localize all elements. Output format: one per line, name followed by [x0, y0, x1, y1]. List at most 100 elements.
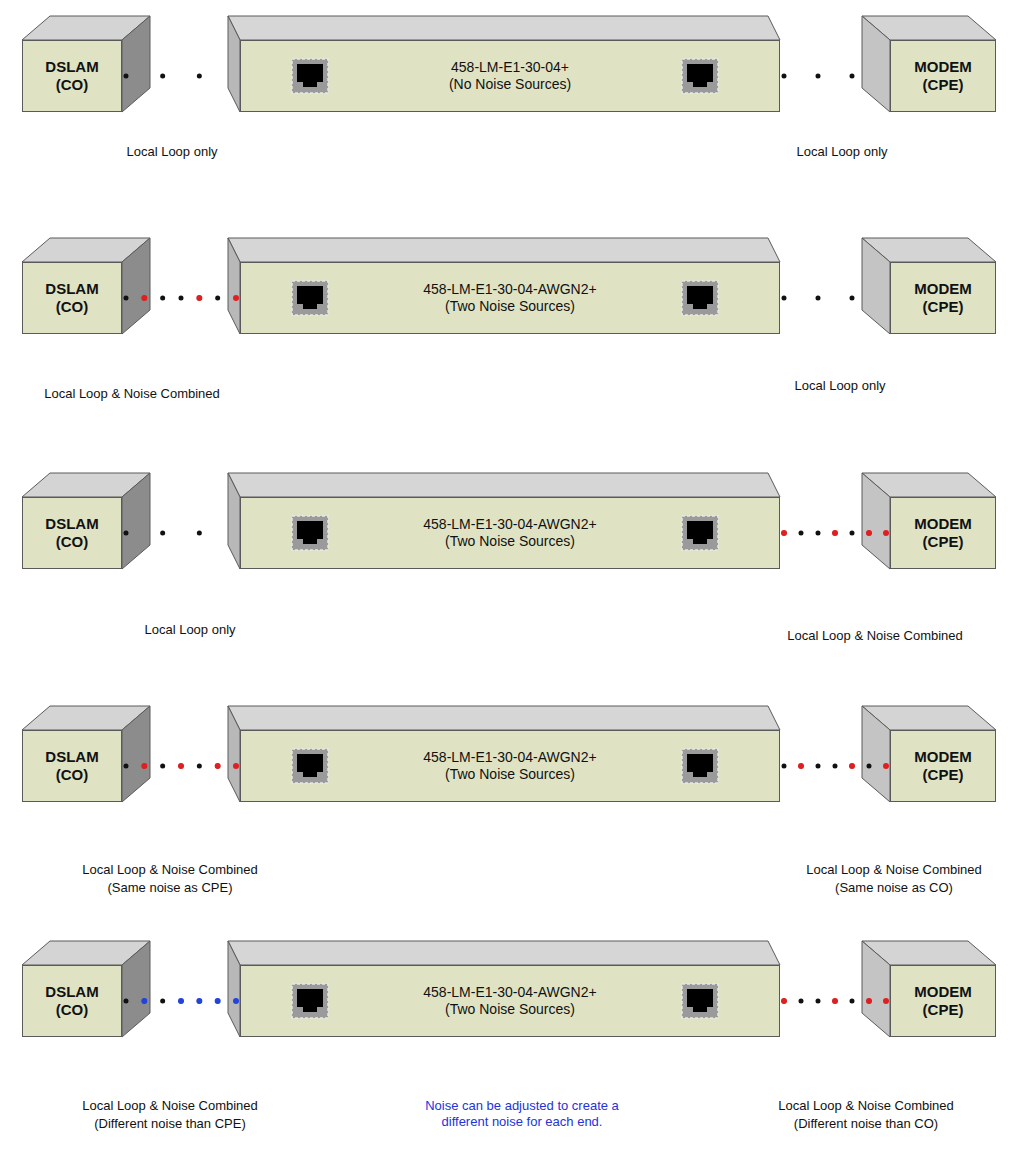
box-title: 458-LM-E1-30-04-AWGN2+	[423, 749, 596, 766]
box-title: 458-LM-E1-30-04-AWGN2+	[423, 984, 596, 1001]
jack-opening	[687, 754, 713, 777]
loop-label: Local Loop only	[144, 622, 235, 638]
jack-opening	[687, 286, 713, 309]
dotted-line	[784, 296, 886, 301]
side-face	[228, 238, 240, 334]
rj-jack	[292, 984, 328, 1018]
side-face	[122, 706, 150, 802]
noise-dot	[883, 530, 889, 536]
side-face	[862, 941, 890, 1037]
box-3d-faces	[22, 473, 150, 569]
dotted-connection	[784, 298, 886, 299]
noise-dot	[866, 530, 872, 536]
top-face	[228, 238, 780, 262]
side-face	[122, 941, 150, 1037]
noise-dot	[832, 530, 838, 536]
side-face	[862, 238, 890, 334]
noise-dot	[798, 763, 804, 769]
dotted-line	[126, 999, 236, 1004]
loop-label: (Different noise than CPE)	[94, 1116, 246, 1132]
loop-label: Local Loop & Noise Combined	[778, 1098, 954, 1114]
noise-dot	[883, 763, 889, 769]
rj-jack	[292, 281, 328, 315]
dotted-line	[784, 999, 886, 1004]
dotted-line	[784, 764, 886, 769]
box-title: 458-LM-E1-30-04+	[451, 59, 569, 76]
noise-dot	[233, 763, 239, 769]
box-title: MODEM (CPE)	[907, 280, 979, 316]
jack-frame	[292, 59, 328, 93]
top-face	[228, 473, 780, 497]
jack-opening	[297, 754, 323, 777]
box-3d-faces	[228, 238, 780, 334]
top-face	[228, 941, 780, 965]
jack-opening	[687, 521, 713, 544]
line-simulator-box: 458-LM-E1-30-04+(No Noise Sources)	[240, 40, 780, 112]
box-3d-faces	[22, 941, 150, 1037]
jack-opening	[687, 64, 713, 87]
dotted-connection	[781, 530, 889, 536]
side-face	[862, 473, 890, 569]
modem-box: MODEM (CPE)	[890, 262, 996, 334]
rj-jack	[292, 749, 328, 783]
noise-dot	[883, 998, 889, 1004]
box-title: DSLAM (CO)	[36, 983, 108, 1019]
noise-dot	[233, 295, 239, 301]
box-3d-faces	[862, 473, 996, 569]
modem-box: MODEM (CPE)	[890, 965, 996, 1037]
dotted-connection	[126, 998, 239, 1004]
box-title: MODEM (CPE)	[907, 983, 979, 1019]
dotted-connection	[126, 76, 236, 77]
side-face	[122, 473, 150, 569]
box-subtitle: (Two Noise Sources)	[445, 533, 575, 550]
dotted-line	[126, 531, 236, 536]
box-3d-faces	[862, 238, 996, 334]
noise-dot	[832, 998, 838, 1004]
top-face	[228, 16, 780, 40]
jack-opening	[297, 286, 323, 309]
box-3d-faces	[862, 941, 996, 1037]
line-simulator-box: 458-LM-E1-30-04-AWGN2+(Two Noise Sources…	[240, 965, 780, 1037]
loop-label: (Same noise as CPE)	[108, 880, 233, 896]
jack-frame	[292, 984, 328, 1018]
side-face	[228, 706, 240, 802]
dslam-box: DSLAM (CO)	[22, 262, 122, 334]
rj-jack	[682, 281, 718, 315]
rj-jack	[292, 516, 328, 550]
noise-dot	[781, 998, 787, 1004]
jack-frame	[292, 281, 328, 315]
box-title: 458-LM-E1-30-04-AWGN2+	[423, 281, 596, 298]
loop-label: Local Loop & Noise Combined	[44, 386, 220, 402]
dotted-line	[126, 764, 236, 769]
noise-dot	[196, 998, 202, 1004]
box-title: MODEM (CPE)	[907, 515, 979, 551]
jack-frame	[292, 749, 328, 783]
dslam-box: DSLAM (CO)	[22, 497, 122, 569]
note-text: Noise can be adjusted to create a differ…	[420, 1098, 625, 1130]
box-title: DSLAM (CO)	[36, 280, 108, 316]
box-3d-faces	[22, 706, 150, 802]
side-face	[862, 706, 890, 802]
noise-dot	[178, 998, 184, 1004]
jack-opening	[297, 989, 323, 1012]
noise-dot	[215, 998, 221, 1004]
box-title: DSLAM (CO)	[36, 515, 108, 551]
rj-jack	[682, 984, 718, 1018]
noise-dot	[178, 763, 184, 769]
loop-label: (Same noise as CO)	[835, 880, 953, 896]
dslam-box: DSLAM (CO)	[22, 965, 122, 1037]
dotted-line	[126, 74, 236, 79]
noise-dot	[215, 763, 221, 769]
box-title: 458-LM-E1-30-04-AWGN2+	[423, 516, 596, 533]
rj-jack	[682, 749, 718, 783]
box-3d-faces	[862, 706, 996, 802]
side-face	[122, 238, 150, 334]
rj-jack	[682, 59, 718, 93]
dotted-connection	[784, 76, 886, 77]
jack-frame	[682, 984, 718, 1018]
box-subtitle: (Two Noise Sources)	[445, 766, 575, 783]
line-simulator-box: 458-LM-E1-30-04-AWGN2+(Two Noise Sources…	[240, 730, 780, 802]
loop-label: Local Loop & Noise Combined	[82, 862, 258, 878]
box-title: MODEM (CPE)	[907, 748, 979, 784]
